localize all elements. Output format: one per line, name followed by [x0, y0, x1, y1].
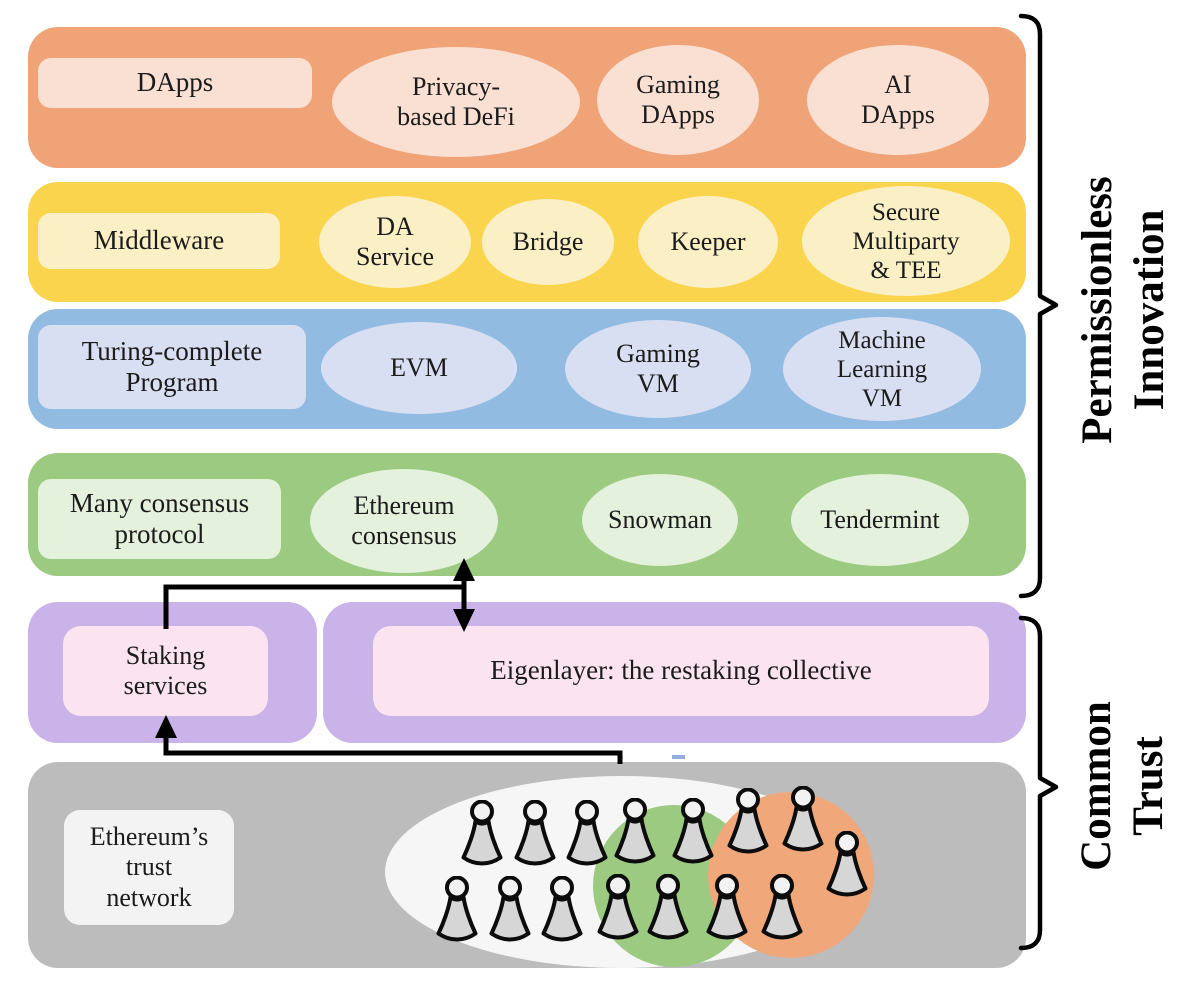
middleware-label: Middleware	[93, 225, 225, 256]
ellipse-keeper: Keeper	[638, 196, 778, 288]
staking-services-label: Staking services	[123, 640, 208, 700]
middleware-label-box: Middleware	[38, 213, 280, 269]
ellipse-label: Gaming DApps	[636, 69, 720, 129]
ellipse-evm: EVM	[321, 322, 517, 414]
ellipse-label: Bridge	[512, 226, 584, 256]
ellipse-tendermint: Tendermint	[791, 474, 969, 566]
ellipse-ai-dapps: AI DApps	[807, 45, 989, 155]
many-consensus-protocol-label: Many consensus protocol	[69, 487, 250, 549]
eigenlayer-box: Eigenlayer: the restaking collective	[373, 626, 989, 716]
ellipse-label: Privacy- based DeFi	[397, 71, 515, 131]
dapps-label-box: DApps	[38, 58, 312, 108]
ellipse-ethereum-consensus: Ethereum consensus	[310, 469, 498, 573]
ellipse-label: DA Service	[356, 211, 434, 271]
side-label-line: Permissionless	[1074, 176, 1122, 444]
turing-complete-program-label: Turing-complete Program	[81, 335, 263, 397]
ellipse-snowman: Snowman	[582, 474, 738, 566]
ellipse-privacy-based-defi: Privacy- based DeFi	[332, 47, 580, 157]
eigenlayer-label: Eigenlayer: the restaking collective	[490, 655, 872, 686]
ellipse-label: Keeper	[670, 226, 746, 256]
ellipse-gaming-dapps: Gaming DApps	[597, 45, 759, 155]
ellipse-da-service: DA Service	[319, 196, 471, 288]
ellipse-bridge: Bridge	[482, 199, 614, 285]
ellipse-secure-multiparty-tee: Secure Multiparty & TEE	[802, 186, 1010, 296]
turing-complete-program-label-box: Turing-complete Program	[38, 325, 306, 409]
ellipse-label: Secure Multiparty & TEE	[852, 198, 960, 284]
ethereum-trust-network-label: Ethereum’s trust network	[89, 822, 209, 912]
ethereum-trust-network-box: Ethereum’s trust network	[64, 810, 234, 925]
side-label-line: Trust	[1125, 736, 1172, 836]
side-label-line: Innovation	[1126, 209, 1173, 411]
ellipse-label: EVM	[390, 352, 448, 382]
many-consensus-protocol-label-box: Many consensus protocol	[38, 479, 281, 559]
ellipse-label: Gaming VM	[616, 338, 700, 398]
ellipse-machine-learning-vm: Machine Learning VM	[783, 317, 981, 421]
staking-services-box: Staking services	[63, 626, 268, 716]
common-trust-label: Common Trust	[1071, 586, 1175, 986]
dapps-label: DApps	[136, 67, 214, 98]
ellipse-label: Tendermint	[820, 504, 940, 534]
ellipse-gaming-vm: Gaming VM	[565, 320, 751, 418]
ellipse-label: Machine Learning VM	[836, 326, 928, 412]
side-label-line: Common	[1073, 701, 1121, 871]
ellipse-label: Snowman	[608, 504, 712, 534]
ellipse-label: AI DApps	[861, 69, 935, 129]
ellipse-label: Ethereum consensus	[351, 490, 457, 550]
permissionless-innovation-label: Permissionless Innovation	[1072, 0, 1176, 620]
